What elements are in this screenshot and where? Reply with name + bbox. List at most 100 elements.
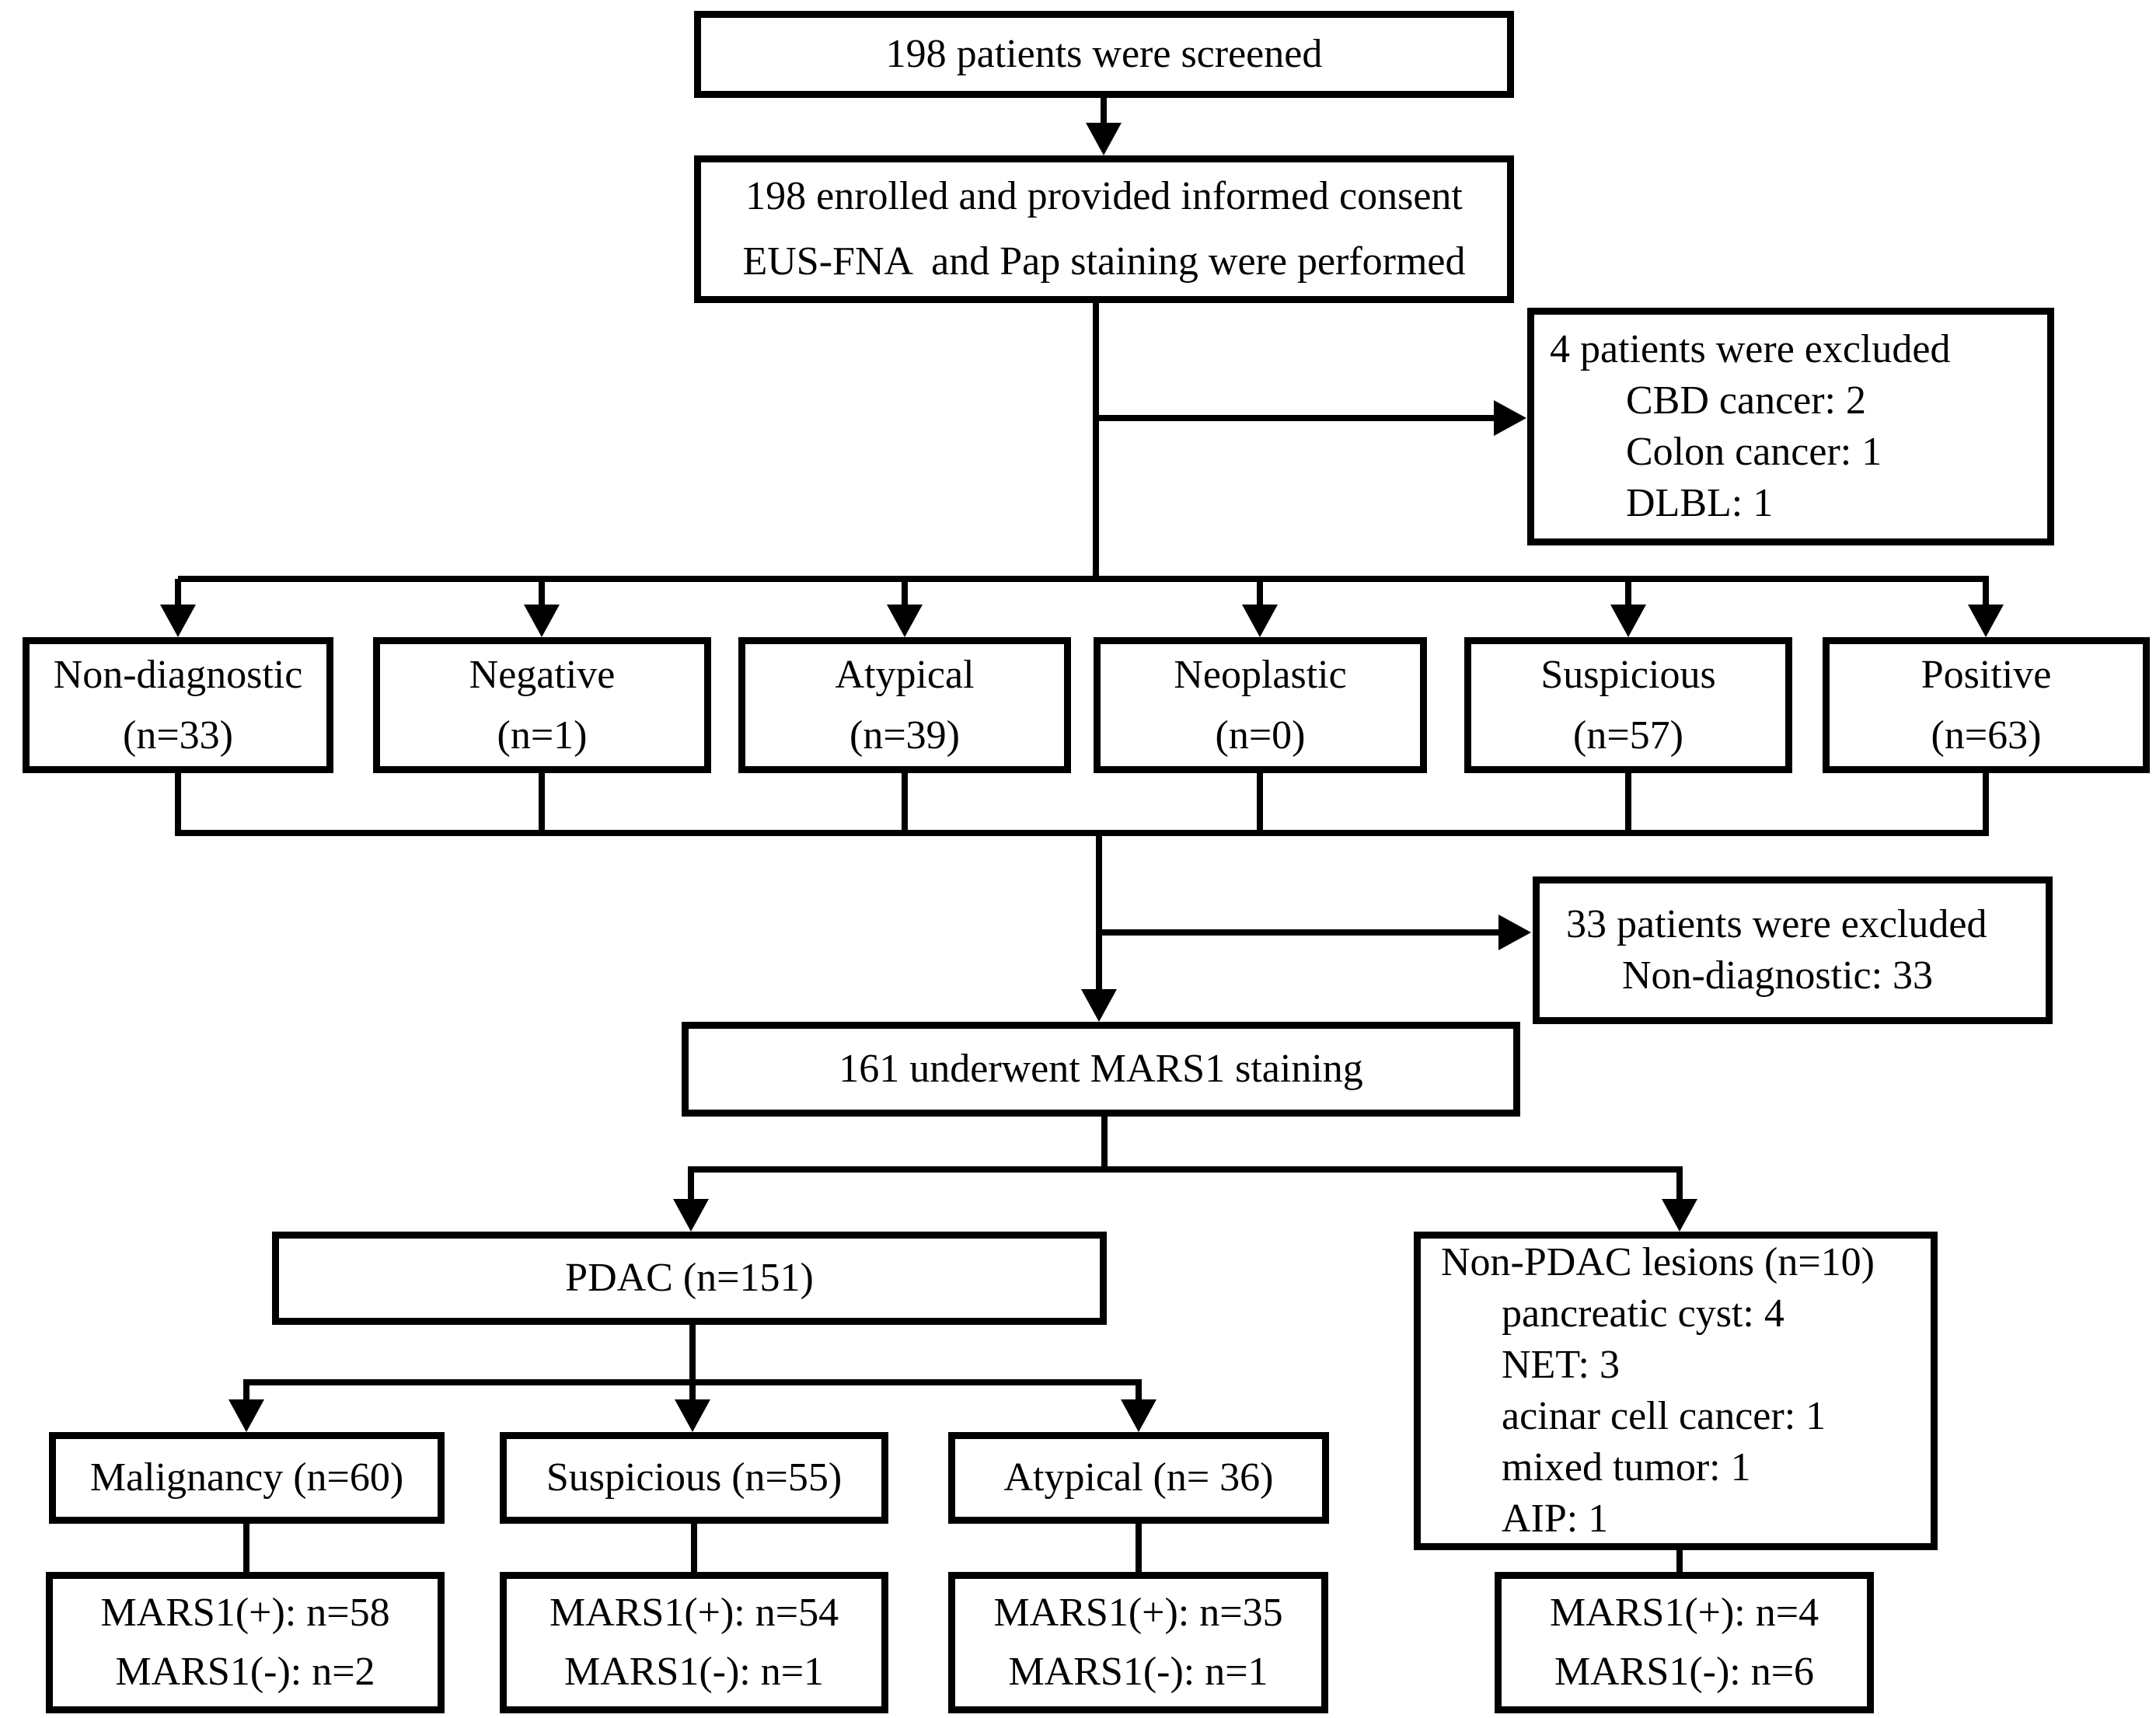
cytology-count: (n=57) xyxy=(1573,713,1683,758)
cytology-name: Neoplastic xyxy=(1174,652,1347,697)
box-cytology-neoplastic: Neoplastic (n=0) xyxy=(1094,637,1427,773)
mars-negative-count: MARS1(-): n=6 xyxy=(1554,1650,1815,1694)
connector-non-pdac-mars xyxy=(1676,1550,1683,1572)
malignancy-label: Malignancy (n=60) xyxy=(89,1455,404,1500)
connector-collector-bar xyxy=(178,830,1989,836)
connector-to-atypical-pdac xyxy=(1136,1382,1142,1404)
connector-suspicious-mars xyxy=(691,1524,697,1572)
box-excluded-33: 33 patients were excluded Non-diagnostic… xyxy=(1533,876,2053,1024)
pdac-text: PDAC (n=151) xyxy=(565,1256,814,1300)
mars-positive-count: MARS1(+): n=35 xyxy=(993,1591,1283,1635)
excluded-4-item: DLBL: 1 xyxy=(1626,481,1774,525)
cytology-count: (n=39) xyxy=(849,713,960,758)
excluded-33-title: 33 patients were excluded xyxy=(1566,902,1987,946)
connector-mars1-split xyxy=(1101,1117,1108,1173)
cytology-count: (n=63) xyxy=(1931,713,2042,758)
atypical-pdac-label: Atypical (n= 36) xyxy=(1003,1455,1274,1500)
connector-from-positive xyxy=(1983,773,1989,836)
arrowhead-down-malignancy xyxy=(229,1399,264,1432)
excluded-4-title: 4 patients were excluded xyxy=(1550,327,1951,371)
connector-pdac-split-bar xyxy=(688,1166,1683,1173)
connector-to-malignancy xyxy=(243,1382,249,1404)
connector-to-suspicious xyxy=(1625,579,1631,610)
connector-from-atypical xyxy=(902,773,908,836)
connector-malignancy-mars xyxy=(243,1524,249,1572)
mars-negative-count: MARS1(-): n=2 xyxy=(115,1650,375,1694)
non-pdac-item: NET: 3 xyxy=(1502,1343,1620,1387)
suspicious-pdac-label: Suspicious (n=55) xyxy=(546,1455,843,1500)
connector-to-positive xyxy=(1983,579,1989,610)
box-suspicious-pdac: Suspicious (n=55) xyxy=(500,1432,888,1524)
mars1-staining-text: 161 underwent MARS1 staining xyxy=(839,1047,1363,1091)
cytology-name: Positive xyxy=(1921,652,2052,697)
excluded-4-item: Colon cancer: 1 xyxy=(1626,430,1882,474)
cytology-name: Negative xyxy=(469,652,616,697)
connector-to-pdac xyxy=(688,1169,694,1204)
connector-enrolled-split xyxy=(1093,303,1099,582)
box-pdac: PDAC (n=151) xyxy=(272,1232,1107,1325)
mars-negative-count: MARS1(-): n=1 xyxy=(563,1650,825,1694)
box-mars-suspicious: MARS1(+): n=54 MARS1(-): n=1 xyxy=(500,1572,888,1713)
arrowhead-down-non-diagnostic xyxy=(160,605,196,637)
box-mars-malignancy: MARS1(+): n=58 MARS1(-): n=2 xyxy=(46,1572,445,1713)
box-cytology-non-diagnostic: Non-diagnostic (n=33) xyxy=(23,637,333,773)
connector-from-suspicious xyxy=(1625,773,1631,836)
box-non-pdac: Non-PDAC lesions (n=10) pancreatic cyst:… xyxy=(1414,1232,1938,1550)
cytology-name: Non-diagnostic xyxy=(53,652,303,697)
cytology-count: (n=33) xyxy=(123,713,233,758)
connector-from-negative xyxy=(539,773,545,836)
connector-screened-enrolled xyxy=(1101,96,1107,126)
box-enrolled: 198 enrolled and provided informed conse… xyxy=(694,155,1514,303)
non-pdac-title: Non-PDAC lesions (n=10) xyxy=(1441,1240,1875,1284)
connector-branch-excluded-33 xyxy=(1096,929,1500,936)
connector-atypical-mars xyxy=(1136,1524,1142,1572)
arrowhead-down-enrolled xyxy=(1086,123,1122,155)
non-pdac-item: mixed tumor: 1 xyxy=(1502,1445,1751,1490)
non-pdac-item: acinar cell cancer: 1 xyxy=(1502,1394,1826,1438)
connector-from-neoplastic xyxy=(1257,773,1263,836)
box-excluded-4: 4 patients were excluded CBD cancer: 2 C… xyxy=(1527,308,2054,545)
arrowhead-right-excluded-4 xyxy=(1494,400,1526,436)
excluded-33-item: Non-diagnostic: 33 xyxy=(1622,953,1934,998)
cytology-name: Suspicious xyxy=(1540,652,1716,697)
cytology-count: (n=1) xyxy=(497,713,588,758)
mars-negative-count: MARS1(-): n=1 xyxy=(1008,1650,1268,1694)
mars-positive-count: MARS1(+): n=4 xyxy=(1549,1591,1819,1635)
screened-text: 198 patients were screened xyxy=(885,32,1323,76)
box-cytology-negative: Negative (n=1) xyxy=(373,637,711,773)
mars-positive-count: MARS1(+): n=54 xyxy=(549,1591,839,1635)
non-pdac-item: pancreatic cyst: 4 xyxy=(1502,1291,1784,1336)
box-mars1-staining: 161 underwent MARS1 staining xyxy=(682,1022,1520,1117)
box-cytology-suspicious: Suspicious (n=57) xyxy=(1464,637,1792,773)
box-cytology-positive: Positive (n=63) xyxy=(1823,637,2150,773)
box-cytology-atypical: Atypical (n=39) xyxy=(738,637,1071,773)
arrowhead-down-mars1 xyxy=(1081,989,1117,1022)
enrolled-line-2: EUS-FNA and Pap staining were performed xyxy=(742,239,1466,284)
connector-pdac-groups xyxy=(689,1325,696,1385)
excluded-4-item: CBD cancer: 2 xyxy=(1626,378,1867,423)
connector-to-suspicious-pdac xyxy=(689,1382,696,1404)
connector-to-neoplastic xyxy=(1257,579,1263,610)
cytology-count: (n=0) xyxy=(1215,713,1306,758)
connector-split-bar xyxy=(178,576,1989,582)
cytology-name: Atypical xyxy=(835,652,975,697)
arrowhead-down-positive xyxy=(1968,605,2004,637)
connector-to-non-diagnostic xyxy=(175,579,181,610)
connector-to-non-pdac xyxy=(1676,1169,1683,1204)
connector-branch-excluded-4 xyxy=(1093,415,1495,421)
connector-collector-mars1 xyxy=(1096,833,1102,992)
box-atypical-pdac: Atypical (n= 36) xyxy=(948,1432,1329,1524)
box-screened: 198 patients were screened xyxy=(694,11,1514,98)
arrowhead-down-atypical-pdac xyxy=(1121,1399,1156,1432)
connector-to-negative xyxy=(539,579,545,610)
arrowhead-down-non-pdac xyxy=(1662,1199,1697,1232)
connector-to-atypical xyxy=(902,579,908,610)
arrowhead-down-negative xyxy=(524,605,560,637)
arrowhead-down-suspicious-pdac xyxy=(675,1399,710,1432)
arrowhead-down-neoplastic xyxy=(1242,605,1278,637)
box-malignancy: Malignancy (n=60) xyxy=(49,1432,445,1524)
enrolled-line-1: 198 enrolled and provided informed conse… xyxy=(745,174,1463,218)
box-mars-atypical: MARS1(+): n=35 MARS1(-): n=1 xyxy=(948,1572,1328,1713)
non-pdac-item: AIP: 1 xyxy=(1502,1497,1609,1541)
